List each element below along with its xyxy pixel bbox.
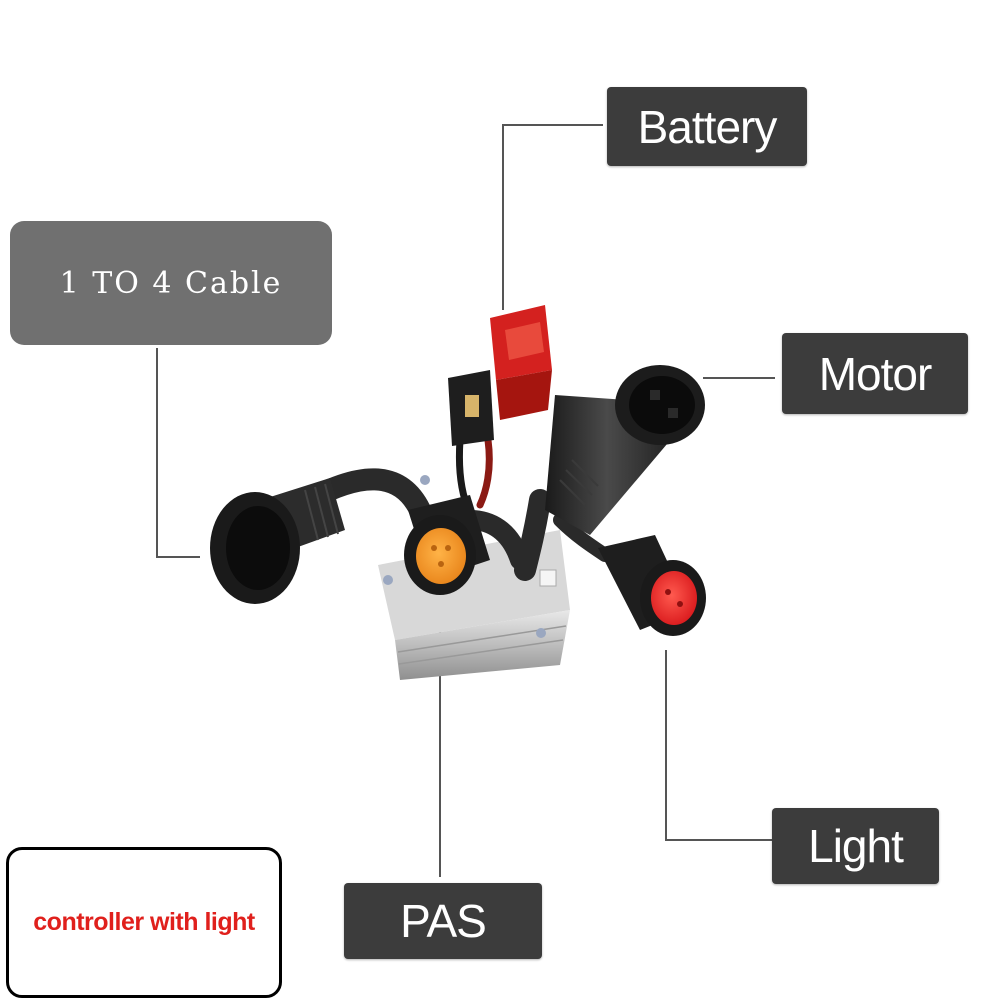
light-label: Light (772, 808, 939, 884)
light-connector (598, 535, 706, 636)
cable-connector-left (210, 478, 345, 604)
motor-connector (545, 365, 705, 535)
battery-label: Battery (607, 87, 807, 166)
caption-text: controller with light (33, 908, 255, 936)
cable-leader-line (156, 348, 200, 558)
pas-label: PAS (344, 883, 542, 959)
battery-leader-line (502, 124, 603, 310)
caption-box: controller with light (6, 847, 282, 998)
cable-label: 1 TO 4 Cable (10, 221, 332, 345)
motor-label: Motor (782, 333, 968, 414)
light-leader-line (665, 650, 773, 841)
pas-connector (404, 495, 490, 595)
battery-plug (448, 305, 552, 446)
